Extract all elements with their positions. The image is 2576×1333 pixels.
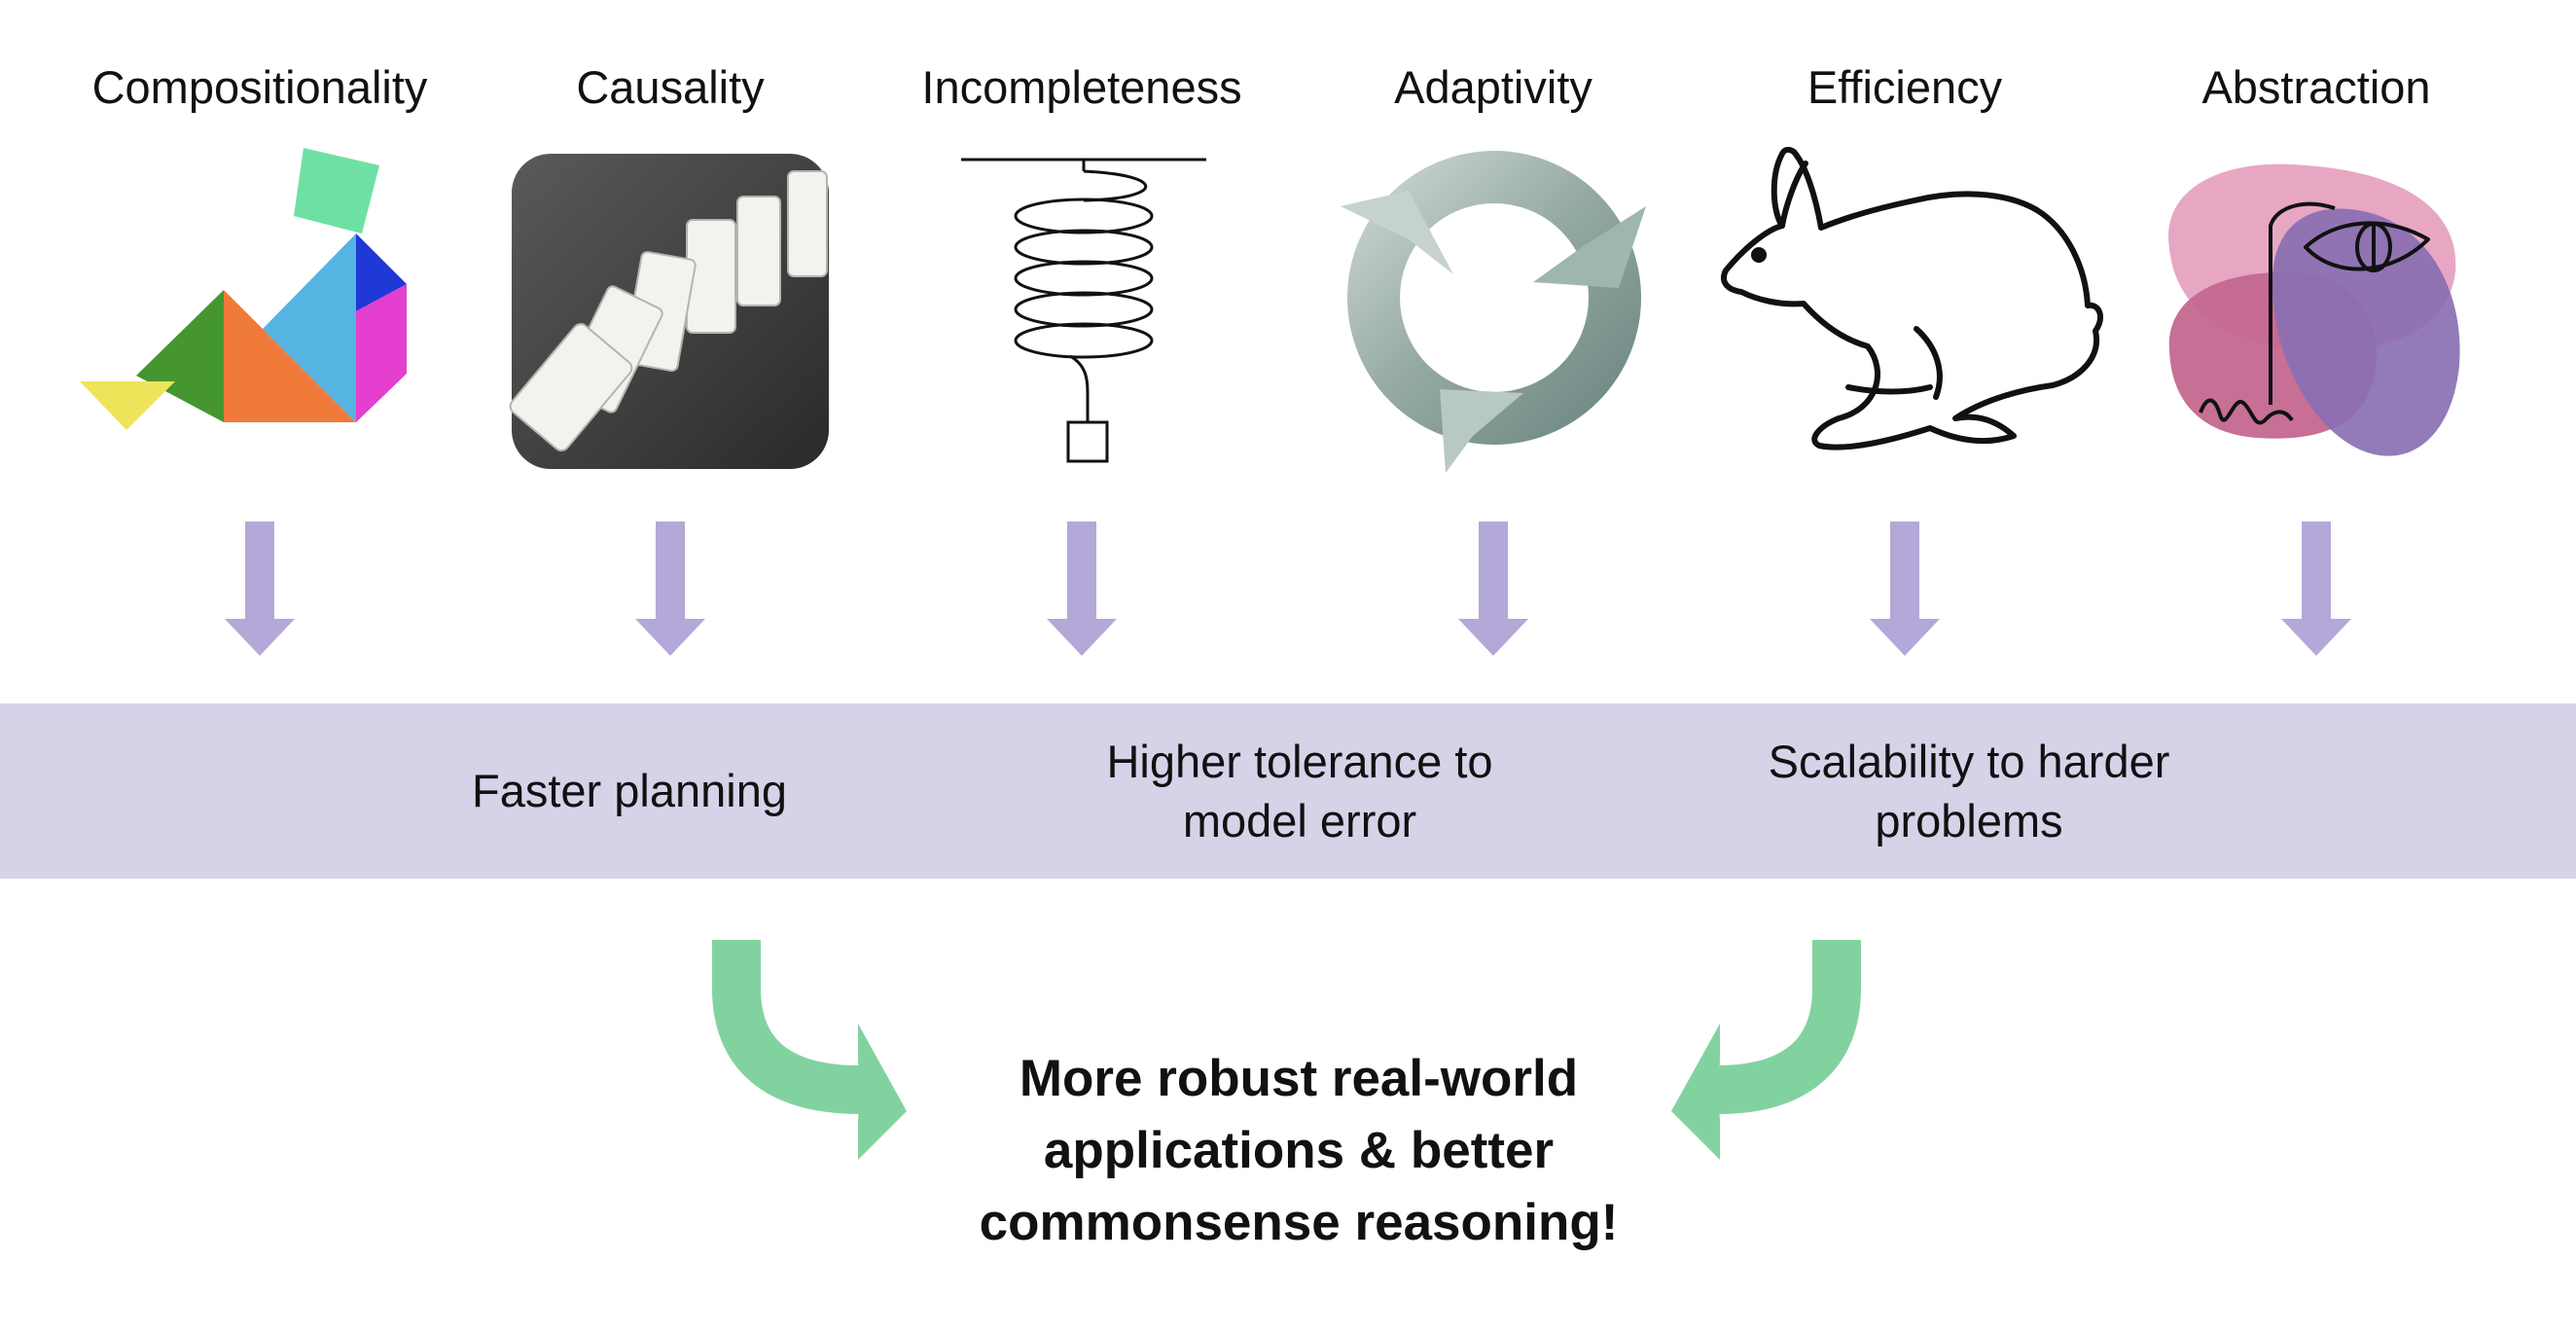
benefit-line: Higher tolerance to (1106, 736, 1493, 787)
curved-arrow-right (1717, 940, 1861, 1114)
benefit-tolerance: Higher tolerance to model error (1027, 732, 1572, 850)
tangram-parallelogram (356, 284, 407, 422)
concept-label-compositionality: Compositionality (91, 61, 428, 113)
down-arrow-abstraction (2281, 522, 2351, 656)
curved-arrow-left (712, 940, 861, 1114)
tangram-yellow-triangle (80, 381, 175, 430)
benefit-faster-planning: Faster planning (357, 761, 902, 820)
benefit-line: Scalability to harder (1768, 736, 2170, 787)
benefit-line: model error (1182, 795, 1417, 847)
benefit-scalability: Scalability to harder problems (1697, 732, 2241, 850)
down-arrow-efficiency (1870, 522, 1940, 656)
concept-label-incompleteness: Incompleteness (921, 61, 1242, 113)
outcome-statement: More robust real-world applications & be… (856, 1043, 1741, 1259)
concept-label-adaptivity: Adaptivity (1394, 61, 1592, 113)
spring-icon (961, 158, 1206, 463)
outcome-line: commonsense reasoning! (979, 1194, 1619, 1251)
concept-label-efficiency: Efficiency (1807, 61, 2003, 113)
dominoes-icon (509, 154, 829, 469)
benefit-line: Faster planning (472, 765, 787, 816)
concept-label-causality: Causality (576, 61, 765, 113)
down-arrow-adaptivity (1458, 522, 1528, 656)
outcome-line: More robust real-world (1019, 1050, 1579, 1107)
down-arrow-compositionality (225, 522, 295, 656)
curved-arrow-right-head (1671, 1024, 1720, 1160)
tangram-square (294, 148, 379, 234)
benefit-line: problems (1875, 795, 2063, 847)
tangram-darkblue-triangle (356, 234, 407, 311)
down-arrow-causality (635, 522, 705, 656)
cycle-icon (1341, 151, 1646, 473)
tangram-icon (80, 148, 407, 430)
down-arrow-incompleteness (1047, 522, 1117, 656)
down-arrows (225, 522, 2351, 656)
tangram-blue-triangle (263, 234, 356, 422)
outcome-line: applications & better (1043, 1122, 1555, 1179)
abstract-face-icon (2168, 163, 2460, 456)
tangram-green-triangle (136, 290, 224, 422)
concept-label-abstraction: Abstraction (2201, 61, 2431, 113)
rabbit-icon (1721, 146, 2104, 450)
benefits-band (0, 703, 2576, 879)
curved-arrow-left-head (858, 1024, 907, 1160)
